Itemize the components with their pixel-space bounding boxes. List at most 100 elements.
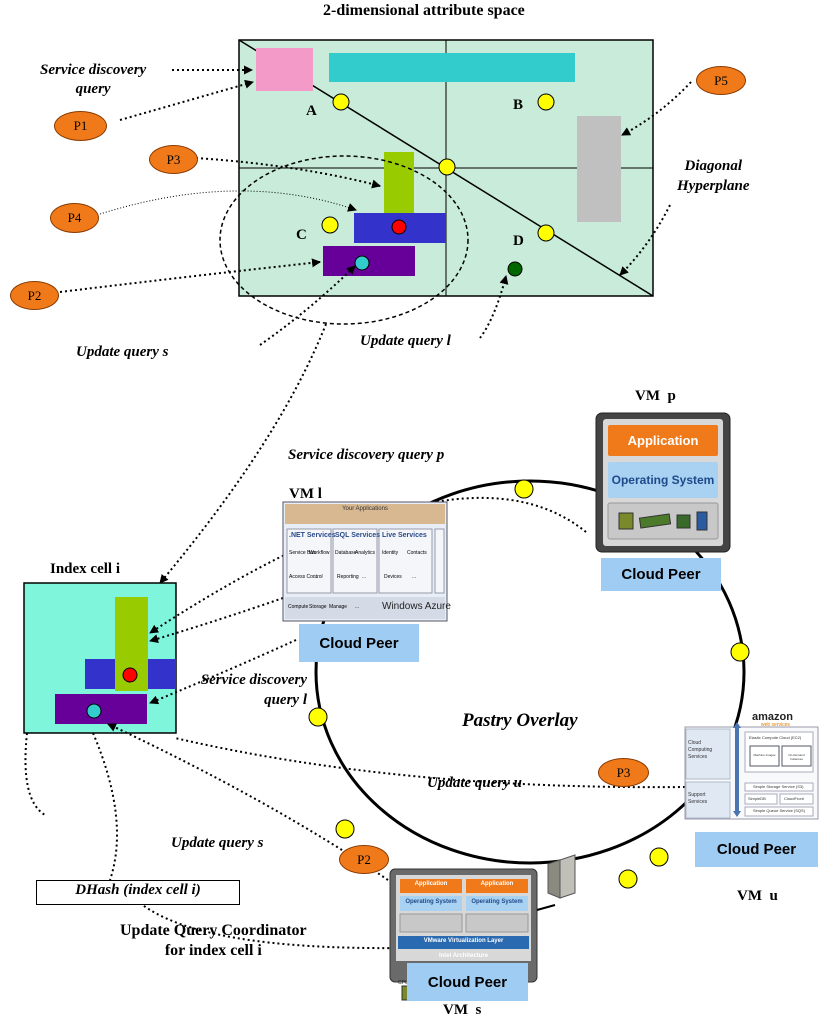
vm-l-item-identity: Identity — [382, 550, 399, 556]
vm-u-cc-2: Computing — [688, 747, 713, 753]
arrow-update-s-bottom — [107, 723, 389, 881]
vm-u-on-demand: On-Demand Instances — [788, 753, 805, 761]
vm-p-os: Operating System — [611, 473, 715, 487]
node-d — [537, 224, 555, 242]
vm-u-s3: Simple Storage Service (S3) — [753, 784, 804, 789]
arrow-sdq-l — [149, 639, 297, 705]
index-teal-dot — [86, 703, 102, 719]
vm-u-sup-2: Services — [688, 799, 708, 805]
vm-p-application: Application — [627, 433, 699, 448]
vm-l-cloud-peer: Cloud Peer — [299, 624, 419, 662]
vm-s-application-1: Application — [414, 881, 448, 887]
dhash-label: DHash (index cell i) — [75, 882, 201, 898]
vm-u-simpledb-box — [744, 793, 778, 805]
vm-p-card-icon — [676, 514, 691, 529]
vm-u-cc-1: Cloud — [688, 740, 702, 746]
teal-dot — [354, 255, 370, 271]
ring-node-4 — [335, 819, 355, 839]
diagonal-line-1: Diagonal — [684, 158, 742, 174]
vm-u-sqs: Simple Queue Service (SQS) — [753, 808, 806, 813]
vm-l-side-bg — [434, 528, 445, 594]
service-discovery-rect — [256, 48, 313, 91]
vm-l-item-workflow: Workflow — [309, 550, 330, 556]
vm-s-vmware-bg — [398, 936, 529, 949]
vm-s-label: VM s — [443, 1002, 482, 1018]
vm-l-live-bg — [378, 528, 433, 594]
vm-u-ec2: Elastic Compute Cloud (EC2) — [749, 735, 802, 740]
update-query-l: Update query l — [360, 333, 451, 349]
vm-s-connector — [536, 904, 556, 911]
gray-range-rect — [577, 116, 621, 222]
vm-s-server-side-icon — [547, 859, 561, 899]
node-a — [332, 93, 350, 111]
vm-l-storage: Storage — [309, 604, 327, 610]
vm-s-app1-bg — [400, 879, 462, 893]
arrow-p4 — [99, 190, 357, 215]
vm-u-label: VM u — [737, 888, 778, 904]
dark-green-dot — [507, 261, 523, 277]
vm-l-item-service-bus: Service Bus — [289, 550, 316, 556]
vm-l-item-contacts: Contacts — [407, 550, 427, 556]
diagonal-line-2: Hyperplane — [677, 178, 750, 194]
vm-u-support: Support Services — [688, 792, 707, 806]
attribute-space-title: 2-dimensional attribute space — [323, 2, 525, 19]
vm-p-chip-icon — [618, 512, 634, 530]
update-query-coordinator: Update Query Coordinator for index cell … — [120, 921, 307, 961]
vm-l-sql-bg — [332, 528, 378, 594]
node-b — [537, 93, 555, 111]
vm-s-hw2-bg — [465, 913, 529, 933]
vm-l-net-services: .NET Services — [289, 532, 336, 539]
arrow-update-u — [174, 737, 686, 789]
vm-l-header-bg — [285, 504, 445, 524]
diagonal-hyperplane-label: Diagonal Hyperplane — [677, 156, 750, 196]
vm-s-server-icon — [559, 854, 576, 899]
vm-p-application-bg — [608, 425, 718, 456]
update-query-u: Update query u — [427, 775, 522, 791]
ring-node-6 — [618, 869, 638, 889]
p4-tag: P4 — [50, 203, 99, 233]
vm-l-item-database: Database — [335, 550, 357, 556]
vm-l-item-devices: Devices — [384, 574, 402, 580]
vm-u-cloud-computing: Cloud Computing Services — [688, 740, 712, 761]
vm-u-cc-3: Services — [688, 754, 708, 760]
vm-l-manage: Manage — [329, 604, 348, 610]
vm-p-memory-icon — [638, 513, 672, 529]
p3-cloud-tag: P3 — [598, 758, 649, 787]
vm-l-bottom-bg — [285, 597, 445, 619]
point-c-label: C — [296, 227, 307, 243]
vm-s-intel: Intel Architecture — [438, 953, 489, 959]
vm-s-cloud-peer: Cloud Peer — [407, 963, 528, 1001]
vm-u-sup-1: Support — [688, 792, 706, 798]
vm-l-item-analytics: Analytics — [355, 550, 376, 556]
arrow-update-s-top — [259, 265, 356, 346]
vm-u-s3-box — [744, 782, 814, 792]
ring-node-1 — [514, 479, 534, 499]
vm-s-cpu: CPU — [398, 980, 409, 986]
pastry-ring — [314, 479, 746, 865]
vm-u-on-demand-box — [781, 745, 812, 767]
point-b-label: B — [513, 97, 524, 113]
vm-s-os-1: Operating System — [405, 899, 457, 905]
service-discovery-query-p: Service discovery query p — [288, 447, 445, 463]
vm-l-compute: Compute — [288, 604, 309, 610]
index-red-dot — [122, 667, 138, 683]
point-d-label: D — [513, 233, 524, 249]
vm-s-os2-bg — [466, 896, 528, 911]
vm-u-cloud-computing-bg — [685, 728, 731, 780]
p2-tag: P2 — [10, 281, 59, 310]
vm-p-os-bg — [608, 462, 718, 498]
vm-u-cloud-peer: Cloud Peer — [695, 832, 818, 867]
red-dot — [391, 219, 407, 235]
update-query-s-bottom: Update query s — [171, 835, 264, 851]
arrow-update-l — [479, 275, 509, 339]
vm-l-item-ellipsis-2: ... — [362, 574, 367, 580]
ring-node-3 — [308, 707, 328, 727]
vm-u-machine-images: Machine Images — [753, 753, 776, 757]
p1-tag: P1 — [54, 111, 107, 141]
ring-node-2 — [730, 642, 750, 662]
arrow-ellipse-to-cell — [159, 323, 327, 584]
vm-u-cloudfront-box — [779, 793, 814, 805]
p2-cloud-tag: P2 — [339, 845, 389, 874]
vm-u-cloudfront: CloudFront — [784, 796, 804, 801]
